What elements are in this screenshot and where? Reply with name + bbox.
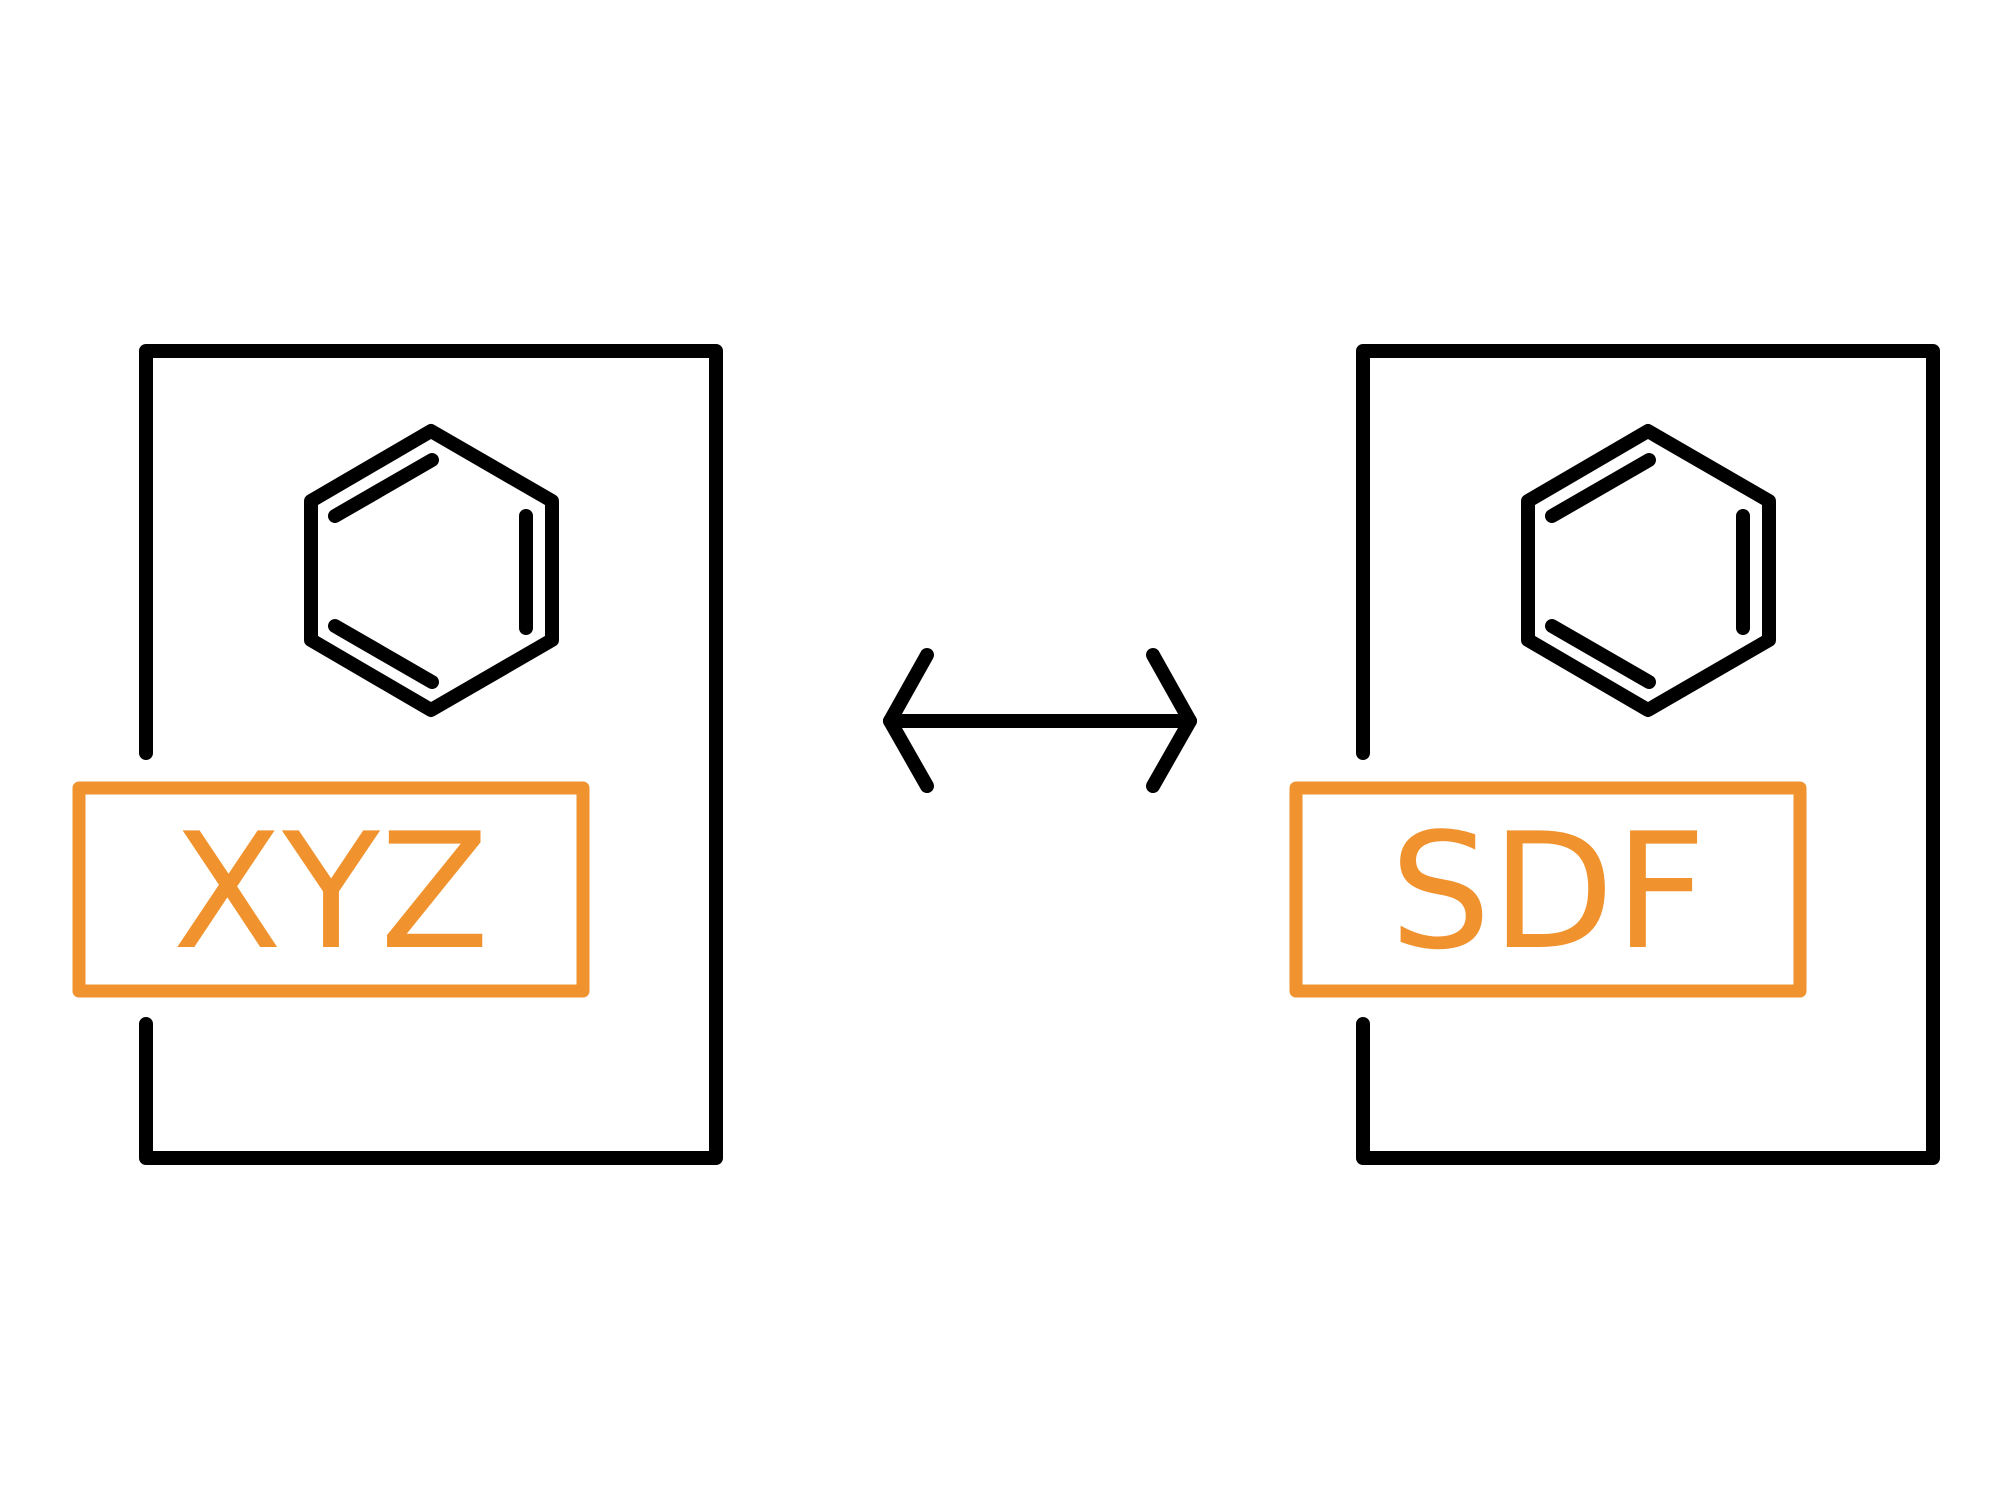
benzene-double-bond-top — [1545, 453, 1656, 523]
benzene-hexagon — [1521, 424, 1776, 717]
benzene-double-bond-bottom — [1545, 619, 1656, 689]
format-label-sdf: SDF — [1390, 798, 1707, 985]
arrow-head-right — [1146, 648, 1197, 793]
benzene-ring-icon — [1521, 424, 1776, 717]
document-outline — [1356, 344, 1940, 1165]
format-label-xyz: XYZ — [173, 798, 490, 985]
file-document-sdf: SDF — [1289, 344, 1940, 1165]
benzene-hexagon — [304, 424, 559, 717]
benzene-double-bond-bottom — [328, 619, 439, 689]
format-label-box — [1289, 781, 1807, 998]
benzene-ring-icon — [304, 424, 559, 717]
file-document-xyz: XYZ — [72, 344, 723, 1165]
document-outline — [139, 344, 723, 1165]
arrow-head-left — [883, 648, 934, 793]
bidirectional-arrow-icon — [883, 648, 1197, 793]
benzene-double-bond-top — [328, 453, 439, 523]
format-label-box — [72, 781, 590, 998]
